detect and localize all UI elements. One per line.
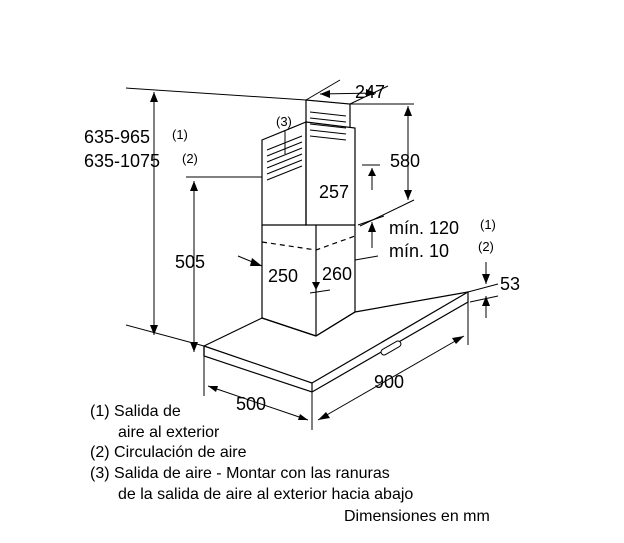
legend-line-5: de la salida de aire al exterior hacia a… xyxy=(118,485,413,505)
dim-500 xyxy=(203,356,309,421)
vent-slots-right xyxy=(309,111,347,141)
chimney-lower-height: 505 xyxy=(175,252,205,272)
min-clearance-2-note: (2) xyxy=(478,239,494,254)
chimney-upper-depth: 257 xyxy=(319,182,349,202)
legend-text-3: Circulación de aire xyxy=(114,444,247,461)
dim-min-clearance xyxy=(354,215,385,261)
legend-line-1: (1) Salida de xyxy=(90,402,181,422)
legend-text-1: Salida de xyxy=(114,403,181,420)
legend-text-4: Salida de aire - Montar con las ranuras xyxy=(114,465,390,482)
chimney-lower-width: 250 xyxy=(268,266,298,286)
legend-line-3: (2) Circulación de aire xyxy=(90,443,247,463)
height-total-2-note: (2) xyxy=(182,151,198,166)
legend-num-1: (1) xyxy=(90,403,110,420)
min-clearance-1: mín. 120 xyxy=(389,218,459,238)
chimney-lower-depth: 260 xyxy=(322,264,352,284)
legend-text-2: aire al exterior xyxy=(118,424,220,441)
dim-247 xyxy=(305,79,389,105)
control-panel xyxy=(380,340,402,356)
hood-depth: 500 xyxy=(236,394,266,414)
canopy-thickness: 53 xyxy=(500,274,520,294)
dim-257 xyxy=(362,164,380,190)
legend-line-2: aire al exterior xyxy=(118,423,219,443)
dim-900 xyxy=(311,302,469,430)
height-total-1-note: (1) xyxy=(172,127,188,142)
chimney-top-width: 247 xyxy=(355,82,385,102)
vent-label: (3) xyxy=(276,114,292,129)
hood-width: 900 xyxy=(374,372,404,392)
units-note: Dimensiones en mm xyxy=(344,508,490,525)
legend-num-3: (2) xyxy=(90,444,110,461)
canopy xyxy=(203,291,469,393)
legend-text-5: de la salida de aire al exterior hacia a… xyxy=(118,486,414,503)
height-total-1: 635-965 xyxy=(84,127,150,147)
dim-505 xyxy=(186,176,262,352)
chimney-upper-height: 580 xyxy=(390,151,420,171)
dim-250-260 xyxy=(237,255,331,300)
min-clearance-2: mín. 10 xyxy=(389,241,449,261)
min-clearance-1-note: (1) xyxy=(480,217,496,232)
upper-chimney xyxy=(261,99,356,226)
dim-53 xyxy=(467,262,499,318)
legend-line-4: (3) Salida de aire - Montar con las ranu… xyxy=(90,464,390,484)
legend-num-4: (3) xyxy=(90,465,110,482)
height-total-2: 635-1075 xyxy=(84,151,160,171)
